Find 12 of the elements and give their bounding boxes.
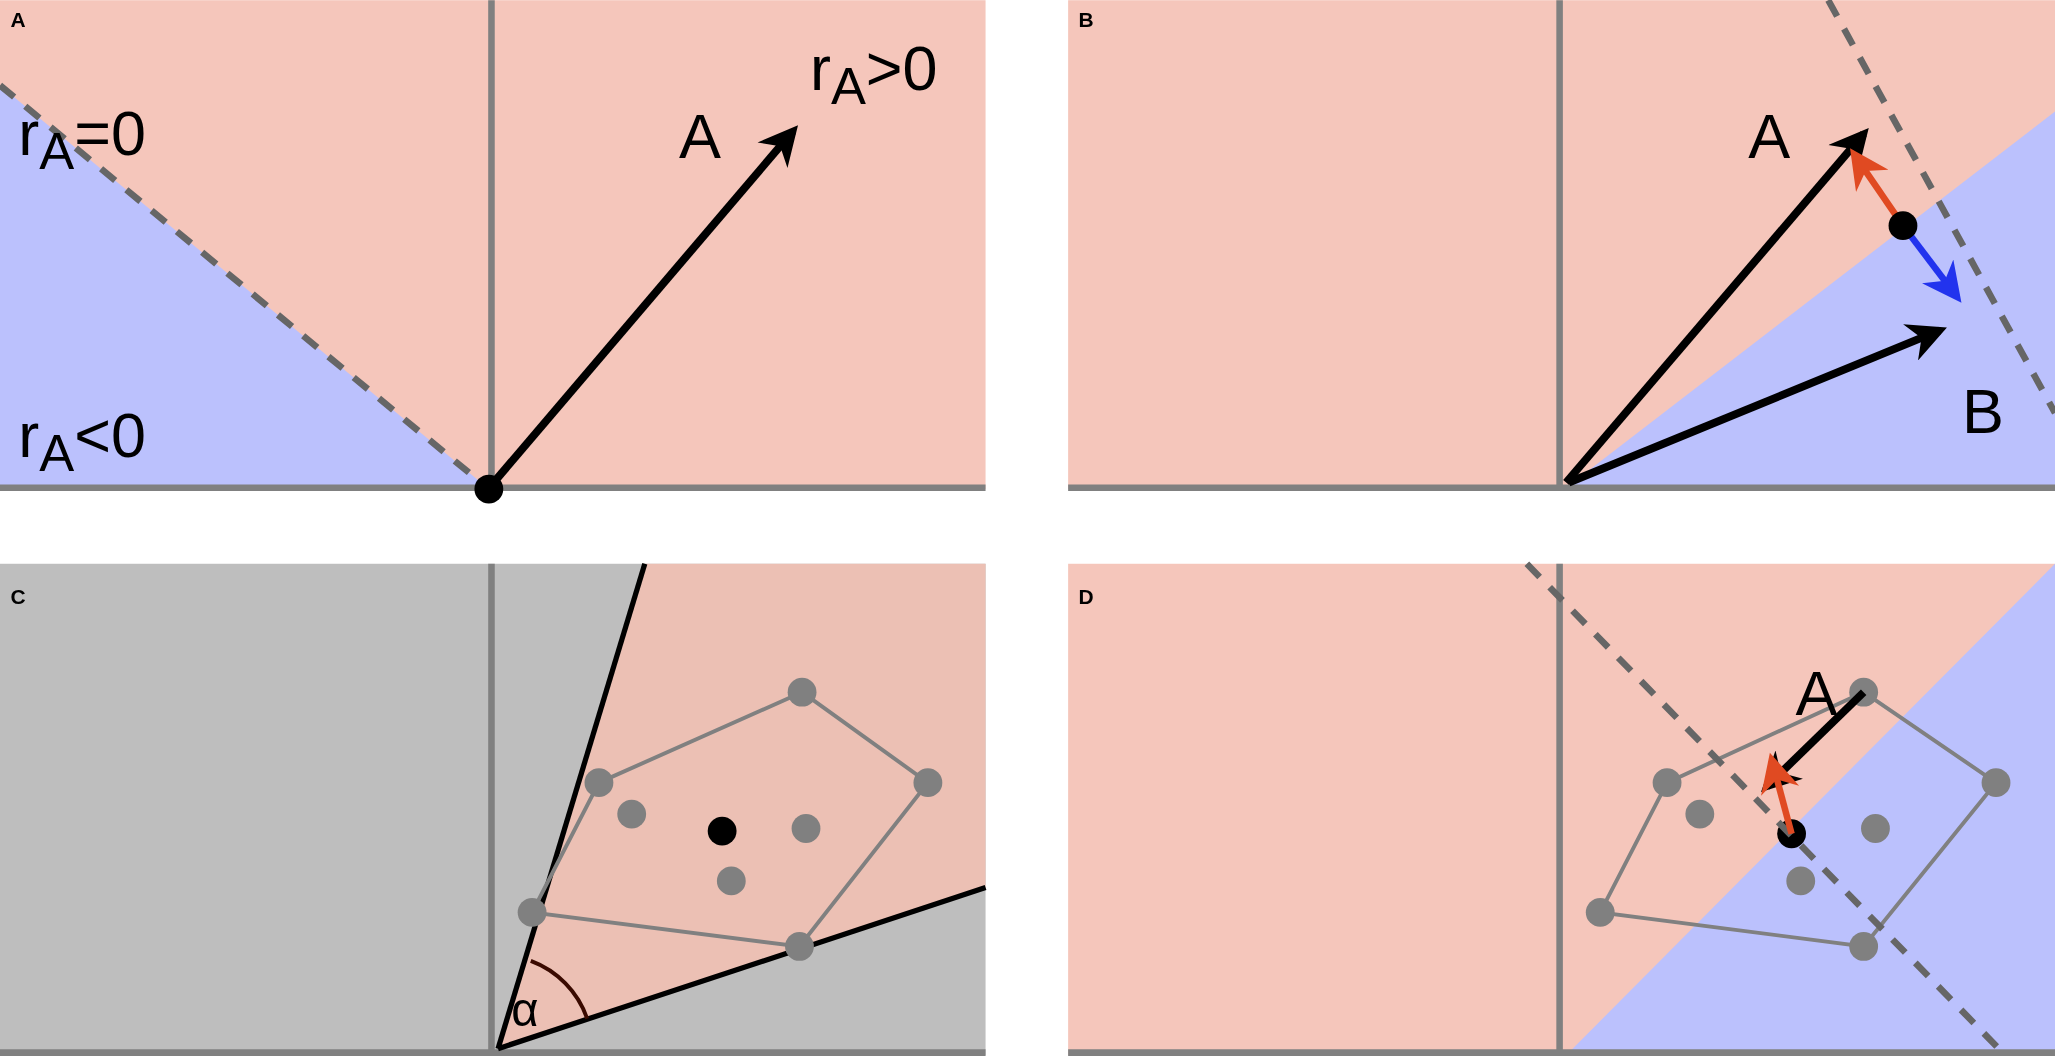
panel-letter: C: [10, 587, 26, 609]
vector-label: B: [1961, 380, 2004, 443]
panel-letter: B: [1078, 10, 1094, 32]
region-label: r$_{A}$=0: [18, 102, 146, 178]
region-label: r$_{A}$<0: [18, 403, 146, 479]
panel-letter: D: [1078, 587, 1094, 609]
panel-letter: A: [10, 10, 26, 32]
angle-label: α: [511, 985, 539, 1033]
vector-label: A: [1748, 104, 1791, 168]
vector-label: A: [1795, 661, 1838, 725]
region-label: r$_{A}$>0: [809, 36, 938, 112]
vector-label: A: [678, 104, 721, 168]
